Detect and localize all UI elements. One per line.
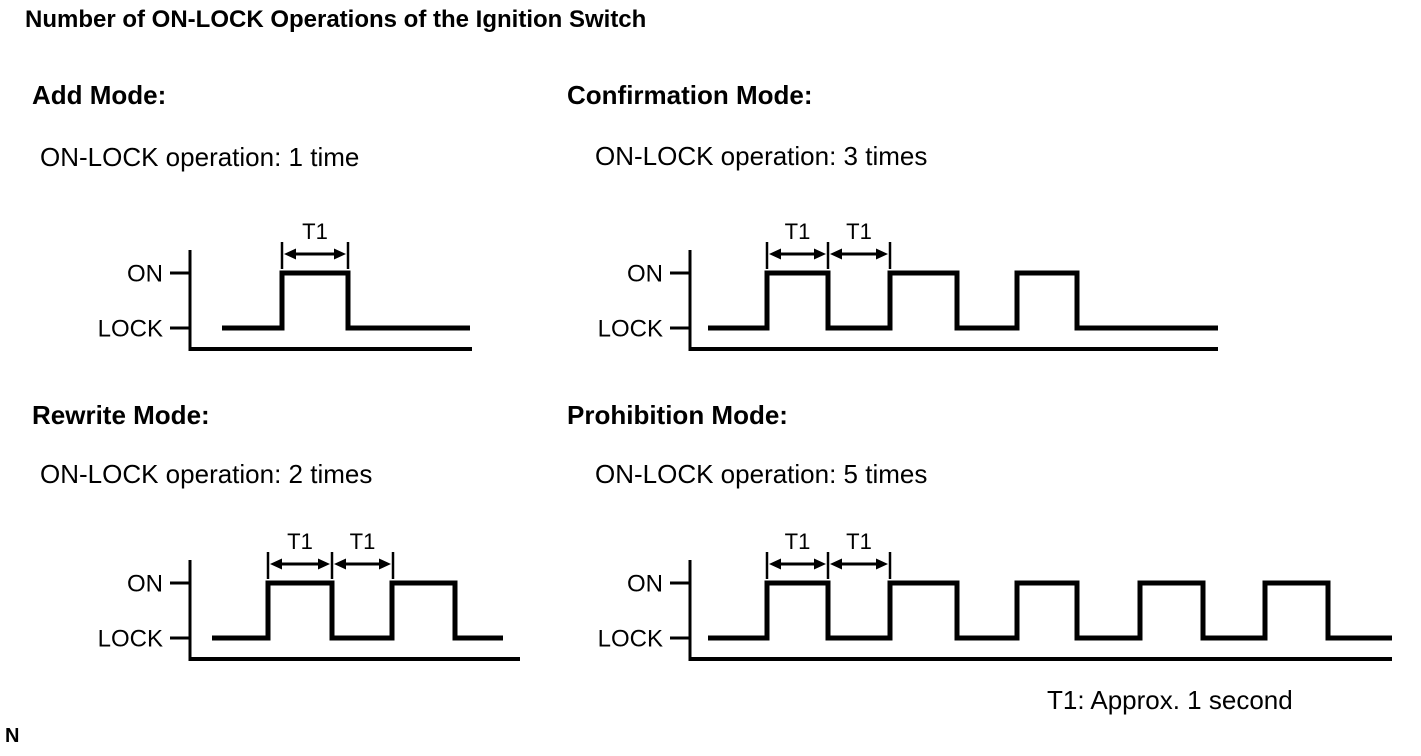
t1-arrowhead-right [876, 558, 888, 570]
t1-arrowhead-left [334, 558, 346, 570]
t1-arrowhead-left [769, 558, 781, 570]
ignition-square-wave [222, 270, 470, 331]
t1-arrowhead-right [814, 558, 826, 570]
waveform-diagram-add-mode: ON LOCK T1 [98, 219, 472, 351]
ignition-square-wave [708, 580, 1392, 641]
rewrite-mode-operation-count: ON-LOCK operation: 2 times [40, 459, 373, 489]
t1-arrowhead-right [318, 558, 330, 570]
rewrite-mode-heading: Rewrite Mode: [32, 400, 210, 430]
page-title: Number of ON-LOCK Operations of the Igni… [25, 6, 647, 33]
t1-arrowhead-right [814, 248, 826, 260]
on-level-label: ON [127, 261, 163, 288]
t1-definition-note: T1: Approx. 1 second [1047, 685, 1293, 715]
t1-interval-label: T1 [287, 529, 313, 554]
t1-arrowhead-left [270, 558, 282, 570]
t1-interval-label: T1 [350, 529, 376, 554]
t1-interval-label: T1 [302, 219, 328, 244]
waveform-diagram-prohibition-mode: ON LOCK T1 T1 [598, 529, 1392, 661]
t1-interval-label: T1 [785, 219, 811, 244]
prohibition-mode-operation-count: ON-LOCK operation: 5 times [595, 459, 928, 489]
t1-arrowhead-left [830, 558, 842, 570]
on-level-label: ON [127, 571, 163, 598]
lock-level-label: LOCK [98, 626, 163, 653]
add-mode-heading: Add Mode: [32, 80, 167, 110]
ignition-square-wave [212, 580, 503, 641]
waveform-diagram-rewrite-mode: ON LOCK T1 T1 [98, 529, 520, 661]
t1-arrowhead-right [379, 558, 391, 570]
t1-arrowhead-left [830, 248, 842, 260]
t1-interval-label: T1 [785, 529, 811, 554]
t1-arrowhead-left [769, 248, 781, 260]
lock-level-label: LOCK [598, 316, 663, 343]
waveform-diagram-confirmation-mode: ON LOCK T1 T1 [598, 219, 1218, 351]
t1-arrowhead-right [876, 248, 888, 260]
t1-interval-label: T1 [846, 529, 872, 554]
on-level-label: ON [627, 571, 663, 598]
add-mode-operation-count: ON-LOCK operation: 1 time [40, 142, 360, 172]
confirmation-mode-operation-count: ON-LOCK operation: 3 times [595, 141, 928, 171]
lock-level-label: LOCK [98, 316, 163, 343]
lock-level-label: LOCK [598, 626, 663, 653]
on-level-label: ON [627, 261, 663, 288]
ignition-square-wave [708, 270, 1218, 331]
prohibition-mode-heading: Prohibition Mode: [567, 400, 788, 430]
t1-arrowhead-left [284, 248, 296, 260]
confirmation-mode-heading: Confirmation Mode: [567, 80, 813, 110]
t1-interval-label: T1 [846, 219, 872, 244]
t1-arrowhead-right [334, 248, 346, 260]
page-marker: N [5, 725, 20, 747]
